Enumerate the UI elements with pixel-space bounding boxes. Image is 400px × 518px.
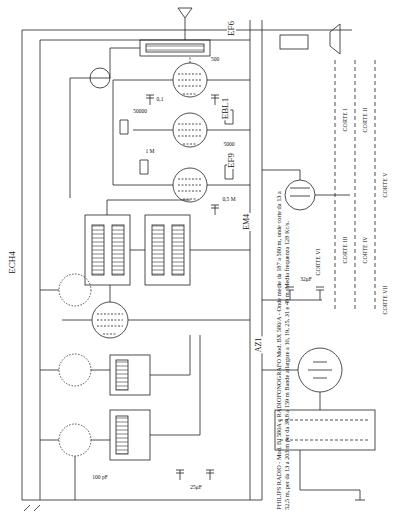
wire: [40, 290, 200, 500]
capacitor-symbol: [176, 470, 214, 480]
supply-rail: [22, 20, 262, 500]
section-label: CORTE II: [362, 107, 368, 134]
tube-label: EF6: [227, 19, 236, 36]
tube-em4: [285, 180, 315, 210]
component-value: 0,1: [156, 97, 165, 103]
if-transformer: [145, 215, 190, 285]
section-label: CORTE I: [342, 108, 348, 133]
wave-switch: [90, 68, 110, 88]
component-value: 0,5 M: [221, 197, 236, 203]
title-text: PHILIPS RADIO - Mod. BI 580A e RADIOFONO…: [275, 180, 291, 510]
input-coil: [140, 40, 210, 56]
winding: [172, 225, 184, 275]
winding: [280, 420, 370, 440]
winding: [146, 44, 204, 52]
capacitor-symbol: [146, 95, 219, 215]
wave-switch: [59, 274, 91, 306]
tube-az1: [298, 348, 342, 392]
ground-wire: [22, 500, 262, 501]
section-label: CORTE VII: [382, 284, 388, 315]
component-value: 32μF: [299, 277, 313, 283]
mains-wire: [300, 450, 365, 500]
section-label: CORTE VI: [315, 247, 321, 276]
section-label: CORTE IV: [362, 235, 368, 264]
tube-label: ECH4: [8, 250, 17, 275]
component-value: 1 M: [144, 149, 155, 155]
antenna-symbol: [178, 8, 192, 38]
tube-grids: [178, 124, 202, 144]
if-transformer: [85, 215, 130, 285]
tube-label: EM4: [243, 213, 251, 231]
component-value: 25μF: [189, 485, 203, 491]
winding: [112, 225, 124, 275]
oscillator-coil: [110, 355, 150, 395]
wave-switch: [59, 424, 91, 456]
tube-ech4: [92, 302, 128, 338]
component-value: 500: [210, 57, 220, 63]
aerial-coil: [110, 410, 150, 460]
section-label: CORTE V: [382, 171, 388, 198]
tube-grids: [178, 56, 202, 94]
winding: [116, 416, 128, 454]
loudspeaker-symbol: [330, 24, 340, 54]
component-value: 50000: [132, 109, 148, 115]
tube-label: EF9: [227, 151, 236, 168]
tube-label: AZ1: [255, 337, 263, 354]
tube-label: EBL1: [222, 96, 231, 120]
ground-symbol: [24, 505, 40, 511]
tube-ebl1: [173, 113, 207, 147]
wave-switch: [59, 354, 91, 386]
tube-grids: [97, 314, 123, 334]
component-value: 100 pF: [91, 475, 108, 481]
wire: [70, 38, 185, 198]
wire: [62, 285, 250, 320]
tube-electrodes: [308, 362, 332, 378]
tube-grids: [178, 179, 202, 199]
section-line: [335, 60, 375, 310]
output-transformer: [280, 35, 308, 49]
component-value: 5000: [223, 142, 236, 148]
winding: [152, 225, 164, 275]
resistor-symbol: [120, 110, 233, 179]
winding: [92, 225, 104, 275]
wire: [107, 200, 250, 250]
wire: [113, 80, 250, 185]
section-label: CORTE III: [342, 236, 348, 265]
winding: [116, 360, 128, 390]
wire: [262, 287, 324, 410]
tube-ef9: [173, 168, 207, 202]
